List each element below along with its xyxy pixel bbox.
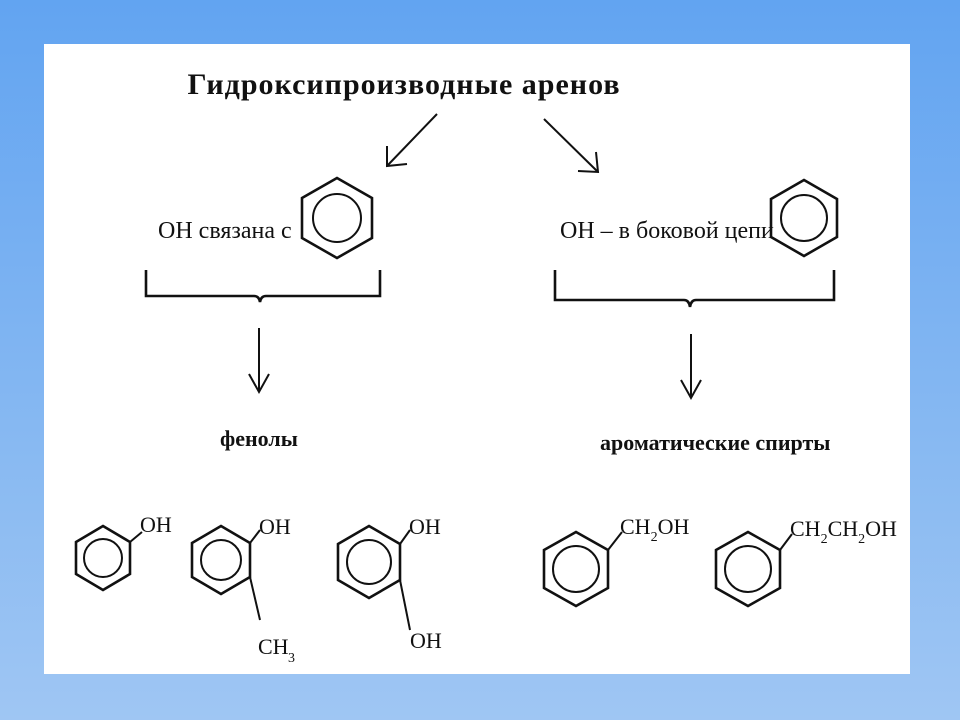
benzene-ring-icon-right <box>769 178 839 258</box>
right-branch-label: OH – в боковой цепи <box>560 218 774 244</box>
diagram-title: Гидроксипроизводные аренов <box>187 68 620 101</box>
arrow-down-left-icon <box>248 328 270 395</box>
right-category-label: ароматические спирты <box>600 430 830 455</box>
cresol-oh-label: OH <box>259 514 291 539</box>
cresol-ch3-subscript: 3 <box>288 651 295 666</box>
cresol-ch3-label: CH <box>258 634 289 659</box>
left-category-label: фенолы <box>220 426 298 451</box>
left-brace <box>144 270 382 303</box>
dihydroxy-top-oh-label: OH <box>409 514 441 539</box>
dihydroxybenzene-structure: OH OH <box>336 514 442 653</box>
phenylethyl-group-label: CH2CH2OH <box>790 516 897 547</box>
benzene-ring-icon-left <box>300 176 374 260</box>
cresol-structure: OH CH 3 <box>190 514 295 666</box>
slide: Гидроксипроизводные аренов OH связана с … <box>44 44 910 674</box>
right-brace <box>553 270 836 308</box>
phenol-oh-label: OH <box>140 512 172 537</box>
arrow-down-right-icon <box>680 334 702 401</box>
left-branch-label: OH связана с <box>158 218 292 244</box>
dihydroxy-bottom-oh-label: OH <box>410 628 442 653</box>
benzyl-alcohol-structure: CH2OH <box>542 514 689 608</box>
arrow-right-down-icon <box>543 118 600 174</box>
arrow-left-down-icon <box>386 113 438 168</box>
phenylethanol-structure: CH2CH2OH <box>714 516 897 608</box>
benzyl-group-label: CH2OH <box>620 514 689 545</box>
classification-diagram: Гидроксипроизводные аренов OH связана с … <box>74 68 897 666</box>
phenol-structure: OH <box>74 512 172 592</box>
